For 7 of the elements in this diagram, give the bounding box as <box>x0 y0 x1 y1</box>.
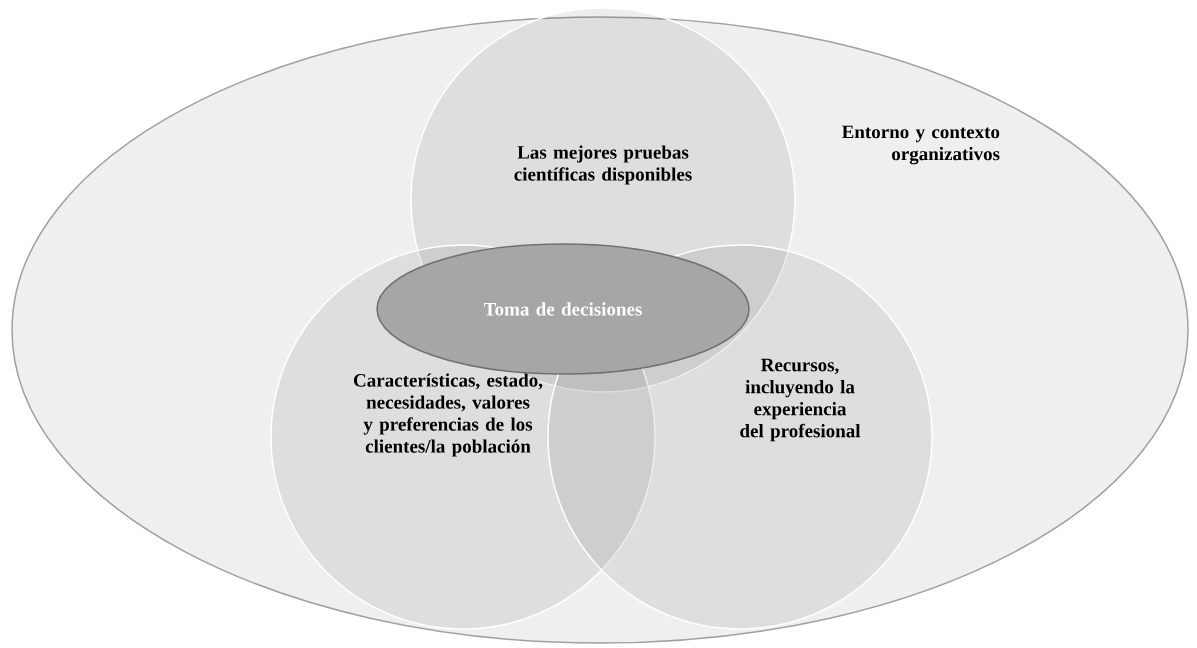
decision-ellipse <box>376 243 750 375</box>
node-label: Las mejores pruebas científicas disponibles <box>514 145 692 185</box>
node-label: Características, estado, necesidades, valores y preferencias de los clientes/la población <box>353 373 543 457</box>
node-label: Toma de decisiones <box>483 302 642 316</box>
node-label: Entorno y contexto organizativos <box>842 125 1000 165</box>
outer-ellipse <box>11 16 1189 644</box>
node-label: Recursos, incluyendo la experiencia del profesional <box>740 358 861 442</box>
